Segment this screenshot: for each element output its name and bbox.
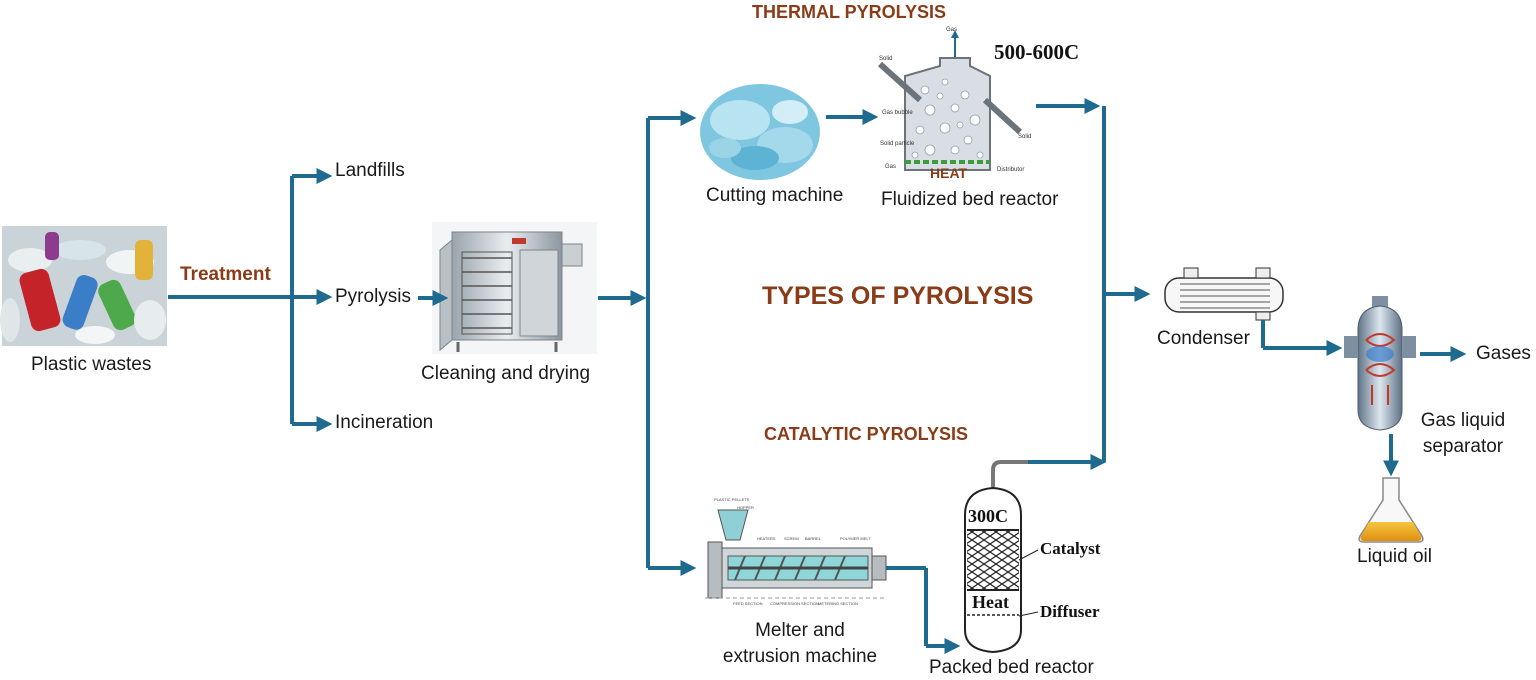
gas-top-label: Gas xyxy=(946,27,958,33)
landfills-label: Landfills xyxy=(335,160,405,181)
cleaning-drying-label: Cleaning and drying xyxy=(421,363,591,384)
catalytic-pyrolysis-title: CATALYTIC PYROLYSIS xyxy=(764,424,969,444)
plastic-wastes-image xyxy=(0,226,167,346)
diffuser-label: Diffuser xyxy=(1040,602,1100,621)
solid-in-label: Solid xyxy=(879,56,893,62)
extruder-melt-label: POLYMER MELT xyxy=(840,536,871,541)
condenser-label: Condenser xyxy=(1157,328,1250,349)
extruder-pellets-label: PLASTIC PELLETS xyxy=(714,497,750,502)
melter-label-line1: Melter and xyxy=(755,620,845,641)
condenser-drawing xyxy=(1164,267,1284,321)
extruder-metering-label: METERING SECTION xyxy=(818,601,859,606)
extruder-feed-label: FEED SECTION xyxy=(733,601,763,606)
thermal-heat-label: HEAT xyxy=(930,165,968,181)
liquid-oil-flask-drawing xyxy=(1358,477,1424,543)
separator-label-line1: Gas liquid xyxy=(1420,410,1506,431)
solid-out-label: Solid xyxy=(1018,134,1032,140)
packed-heat-label: Heat xyxy=(972,592,1009,612)
thermal-temperature-label: 500-600C xyxy=(994,40,1080,64)
extruder-screw-label: SCREW xyxy=(784,536,799,541)
distributor-label: Distributor xyxy=(997,167,1025,173)
solid-particle-label: Solid particle xyxy=(880,141,915,147)
plastic-flakes-image xyxy=(700,84,820,180)
packed-bed-reactor-drawing xyxy=(964,460,1039,654)
extruder-barrel-label: BARREL xyxy=(805,536,822,541)
liquid-oil-label: Liquid oil xyxy=(1357,546,1432,567)
gas-bubble-label: Gas bubble xyxy=(882,110,913,116)
packed-temperature-label: 300C xyxy=(968,506,1008,526)
extruder-hopper-label: HOPPER xyxy=(737,505,754,510)
separator-label-line2: separator xyxy=(1422,436,1504,457)
incineration-label: Incineration xyxy=(335,412,434,433)
packed-bed-label: Packed bed reactor xyxy=(929,657,1094,678)
plastic-wastes-label: Plastic wastes xyxy=(31,354,152,375)
gases-label: Gases xyxy=(1476,343,1531,364)
fluidized-bed-label: Fluidized bed reactor xyxy=(881,189,1059,210)
extruder-drawing xyxy=(705,509,887,599)
thermal-pyrolysis-title: THERMAL PYROLYSIS xyxy=(752,2,947,22)
types-of-pyrolysis-title: TYPES OF PYROLYSIS xyxy=(762,282,1034,310)
treatment-label: Treatment xyxy=(180,264,271,285)
pyrolysis-label: Pyrolysis xyxy=(335,286,412,307)
extruder-heaters-label: HEATERS xyxy=(757,536,776,541)
cutting-machine-label: Cutting machine xyxy=(706,185,844,206)
gas-in-label: Gas xyxy=(885,164,897,170)
catalyst-label: Catalyst xyxy=(1040,539,1101,558)
gas-liquid-separator-drawing xyxy=(1344,296,1416,431)
flow-arrows xyxy=(168,98,1467,654)
extruder-compression-label: COMPRESSION SECTION xyxy=(770,601,819,606)
drying-oven-image xyxy=(432,222,597,354)
fluidized-bed-reactor-drawing xyxy=(877,30,1023,171)
melter-label-line2: extrusion machine xyxy=(722,646,878,667)
